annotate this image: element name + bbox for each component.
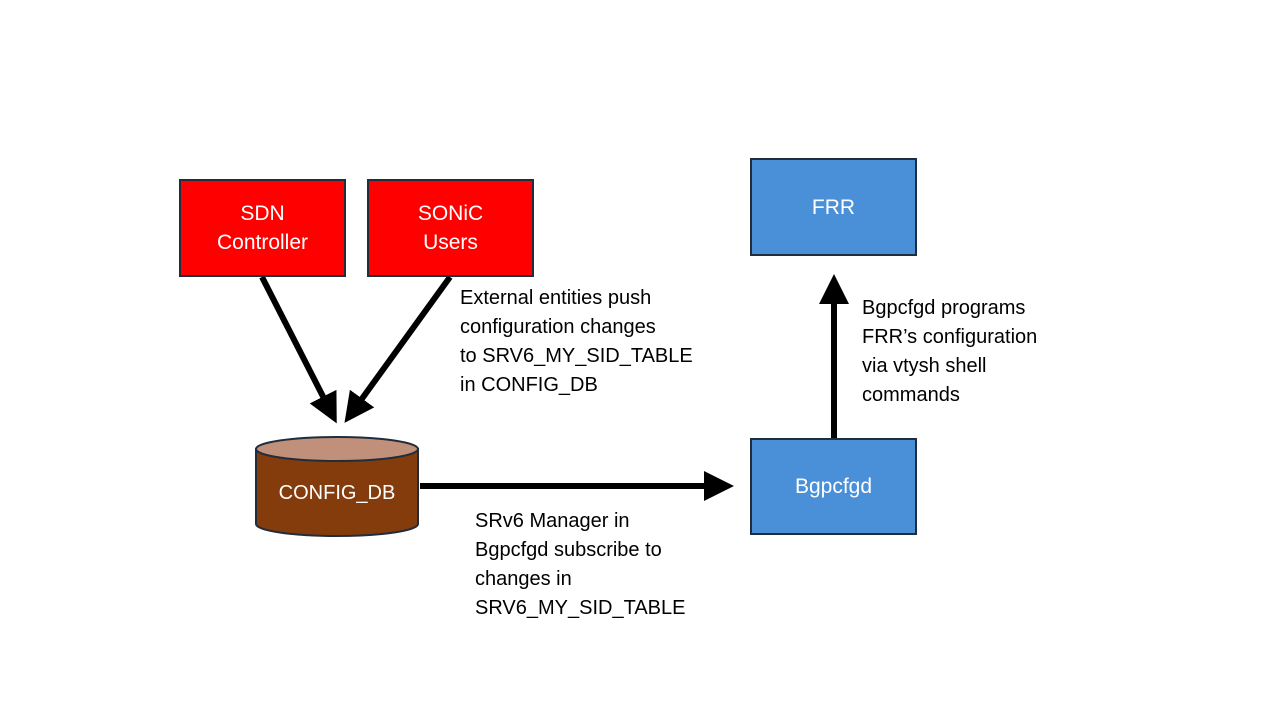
external-push-note: External entities push configuration cha… [460, 287, 693, 396]
arrow-sonic-to-configdb [344, 275, 453, 423]
arrow-sdn-to-configdb [259, 275, 337, 424]
frr-box: FRR [750, 158, 917, 256]
sonic-users-box: SONiC Users [367, 179, 534, 277]
srv6-manager-note: SRv6 Manager in Bgpcfgd subscribe to cha… [475, 510, 686, 619]
config-db-label: CONFIG_DB [278, 482, 396, 504]
bgpcfgd-programs-note: Bgpcfgd programs FRR’s configuration via… [862, 297, 1038, 406]
bgpcfgd-box: Bgpcfgd [750, 438, 917, 535]
config-db-cylinder [255, 436, 419, 537]
sdn-controller-box: SDN Controller [179, 179, 346, 277]
